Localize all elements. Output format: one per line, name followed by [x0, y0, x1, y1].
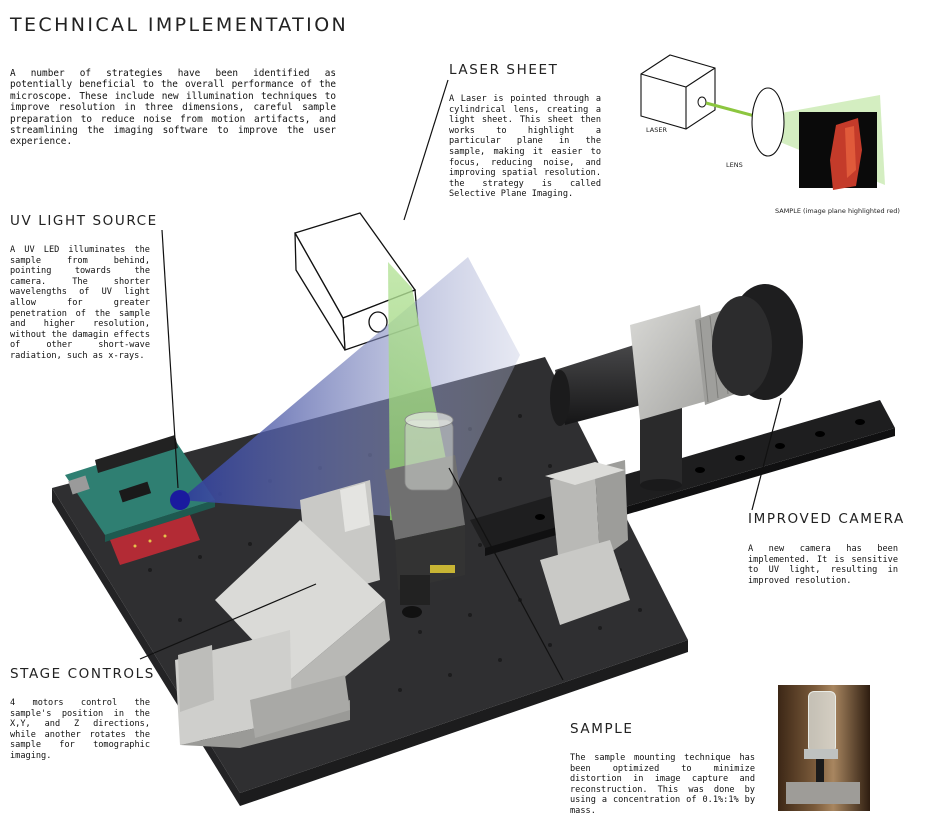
- inset-laser-diagram: [640, 54, 885, 190]
- laser-sheet-heading: LASER SHEET: [449, 62, 559, 78]
- uv-light-source-text: A UV LED illuminates the sample from beh…: [10, 245, 150, 361]
- inset-laser-label: LASER: [646, 126, 667, 134]
- inset-sample-label: SAMPLE (image plane highlighted red): [775, 207, 900, 215]
- xyz-stage: [175, 480, 390, 748]
- rotation-stage: [385, 411, 465, 618]
- sample-tube: [808, 691, 836, 753]
- improved-camera-heading: IMPROVED CAMERA: [748, 511, 905, 527]
- page-title: TECHNICAL IMPLEMENTATION: [10, 14, 349, 36]
- sample-text: The sample mounting technique has been o…: [570, 753, 755, 816]
- sample-rod: [816, 759, 824, 783]
- sample-mount: [540, 460, 630, 625]
- sample-holder-metal: [804, 749, 838, 759]
- sample-heading: SAMPLE: [570, 721, 634, 737]
- stage-controls-text: 4 motors control the sample's position i…: [10, 698, 150, 761]
- arduino-board: [65, 435, 215, 565]
- stage-controls-heading: STAGE CONTROLS: [10, 666, 155, 682]
- uv-light-source-heading: UV LIGHT SOURCE: [10, 213, 158, 229]
- leader-lines: [139, 79, 782, 681]
- intro-paragraph: A number of strategies have been identif…: [10, 68, 336, 148]
- camera: [550, 284, 803, 491]
- sample-base: [786, 782, 860, 804]
- inset-lens-label: LENS: [726, 161, 743, 169]
- improved-camera-text: A new camera has been implemented. It is…: [748, 544, 898, 586]
- uv-led: [170, 490, 190, 510]
- sample-photo: [778, 685, 870, 811]
- laser-sheet-text: A Laser is pointed through a cylindrical…: [449, 94, 601, 200]
